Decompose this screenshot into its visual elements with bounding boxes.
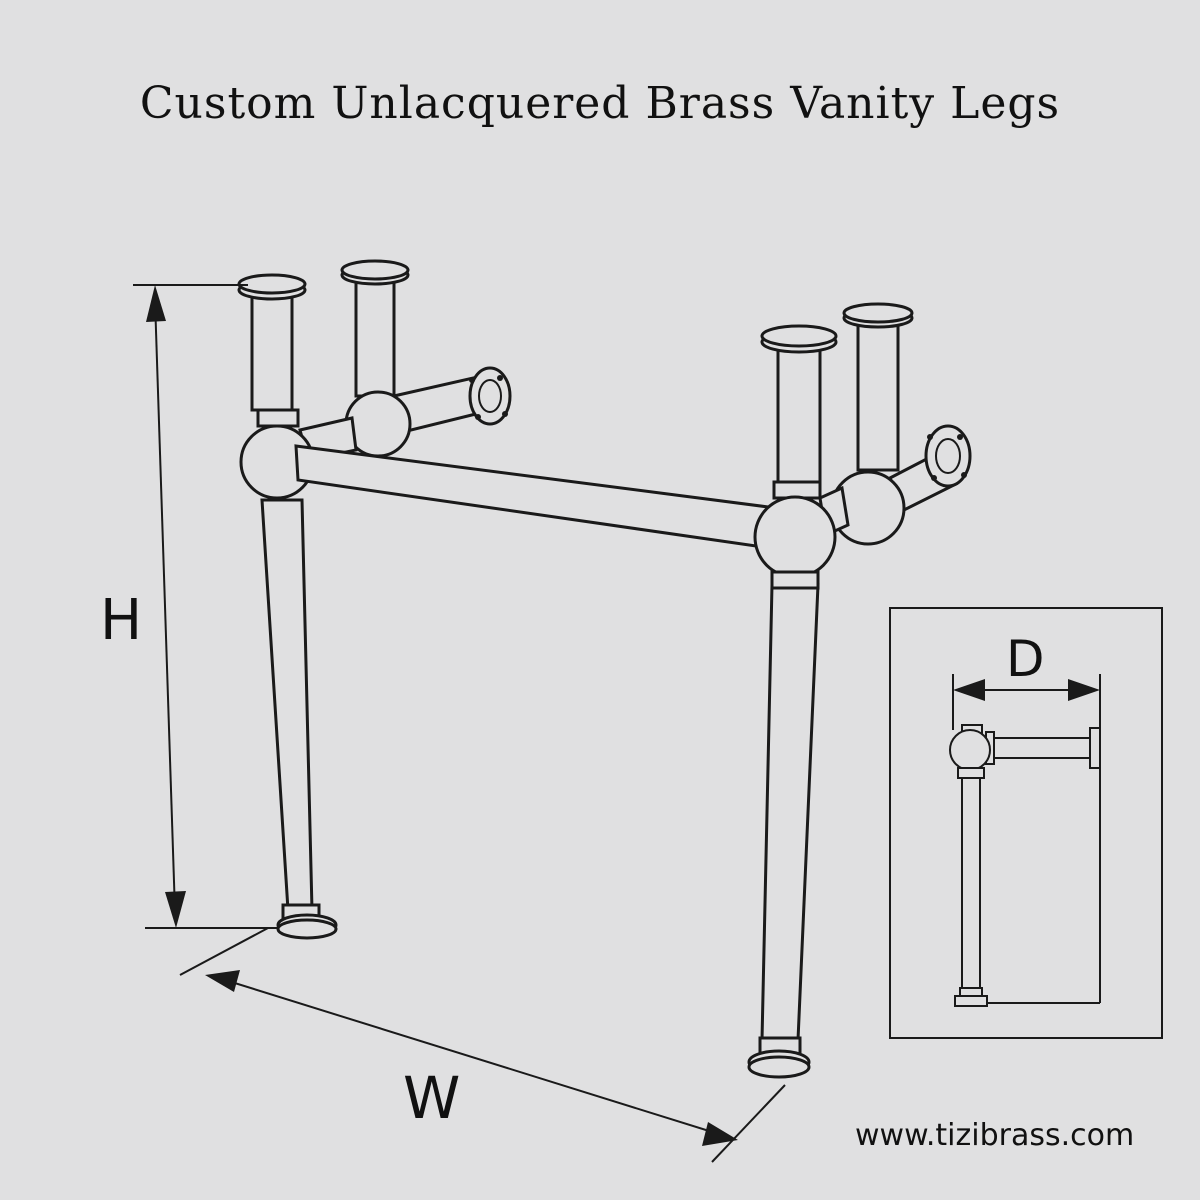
depth-label: D (1006, 630, 1045, 688)
back-right-wall-pipe (888, 424, 972, 513)
width-dimension (179, 927, 786, 1163)
back-left-leg (340, 259, 410, 398)
width-label: W (403, 1064, 461, 1132)
back-right-leg (842, 302, 914, 472)
front-right-leg (747, 324, 838, 1079)
back-left-wall-pipe (383, 366, 512, 436)
front-right-ball-joint (753, 495, 837, 579)
front-cross-pipe (294, 444, 778, 550)
height-dimension (133, 284, 278, 929)
front-left-leg (237, 273, 338, 940)
front-right-collar (770, 570, 820, 590)
height-label: H (100, 588, 143, 653)
side-view-inset (889, 607, 1163, 1039)
page-title: Custom Unlacquered Brass Vanity Legs (139, 78, 1061, 129)
website-url: www.tizibrass.com (855, 1118, 1135, 1153)
